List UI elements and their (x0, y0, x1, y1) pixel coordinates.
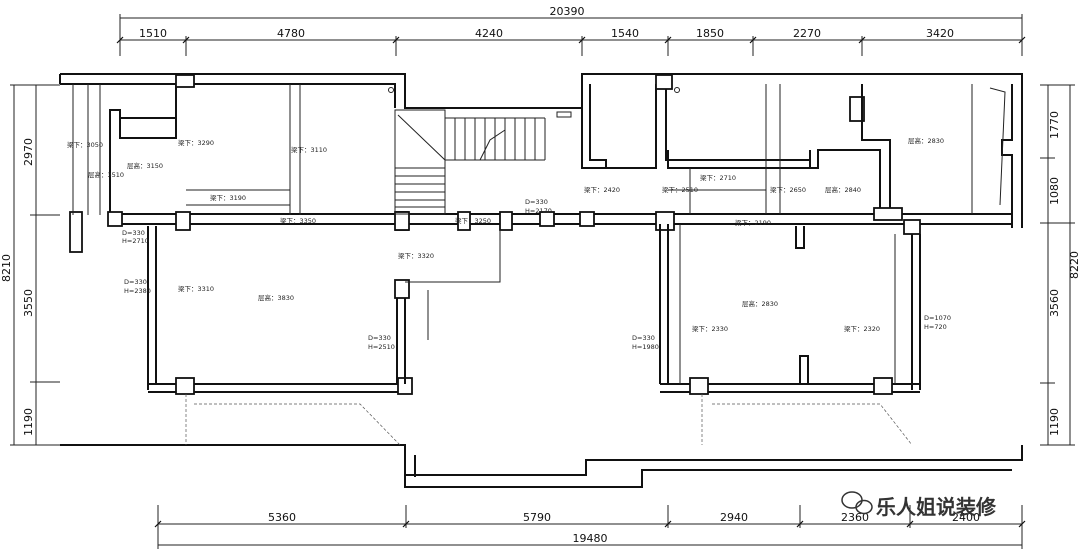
left-dim-3: 1190 (22, 408, 35, 436)
top-dim-3: 4240 (475, 27, 503, 40)
label-beam-3250: 梁下：3250 (455, 216, 491, 225)
bottom-dim-3: 2940 (720, 511, 748, 524)
room-annotations: 梁下：3050 层高：3150 层高：3510 梁下：3290 梁下：3110 … (67, 136, 951, 351)
right-dim-3: 3560 (1048, 289, 1061, 317)
label-h1980: H=1980 (632, 343, 659, 351)
label-beam-3050: 梁下：3050 (67, 140, 103, 149)
outer-walls (59, 73, 1023, 488)
label-beam-3110: 梁下：3110 (291, 145, 327, 154)
label-h720: H=720 (924, 323, 947, 331)
label-ceiling-2840: 层高：2840 (825, 185, 861, 194)
top-dimension-group: 20390 1510 4780 4240 1540 1850 2270 3420 (116, 5, 1026, 56)
bottom-dimension-group: 5360 5790 2940 2360 2400 19480 (154, 505, 1026, 549)
left-total-dim: 8210 (0, 254, 13, 282)
left-dim-1: 2970 (22, 138, 35, 166)
label-ceiling-3150: 层高：3150 (127, 161, 163, 170)
right-dimension-group: 8220 1770 1080 3560 1190 (1040, 84, 1080, 446)
right-dim-4: 1190 (1048, 408, 1061, 436)
bottom-dim-5: 2400 (952, 511, 980, 524)
left-dim-2: 3550 (22, 289, 35, 317)
label-ceiling-2830-top: 层高：2830 (908, 136, 944, 145)
right-dim-2: 1080 (1048, 177, 1061, 205)
bottom-dim-2: 5790 (523, 511, 551, 524)
label-beam-2420: 梁下：2420 (584, 185, 620, 194)
label-d330-d: D=330 (525, 198, 548, 206)
label-d330-b: D=330 (124, 278, 147, 286)
label-beam-2330: 梁下：2330 (692, 324, 728, 333)
label-h2380: H=2380 (124, 287, 151, 295)
label-beam-2650: 梁下：2650 (770, 185, 806, 194)
top-dim-7: 3420 (926, 27, 954, 40)
label-h2710: H=2710 (122, 237, 149, 245)
right-total-dim: 8220 (1068, 251, 1080, 279)
label-beam-3310: 梁下：3310 (178, 284, 214, 293)
label-d1070: D=1070 (924, 314, 951, 322)
top-dim-2: 4780 (277, 27, 305, 40)
watermark: 乐人姐说装修 (841, 491, 997, 519)
label-ceiling-3510: 层高：3510 (88, 170, 124, 179)
label-beam-3190: 梁下：3190 (210, 193, 246, 202)
label-beam-2190: 梁下：2190 (735, 218, 771, 227)
interior-walls-left (69, 74, 572, 446)
bottom-dim-4: 2360 (841, 511, 869, 524)
left-dimension-group: 8210 2970 3550 1190 (0, 84, 60, 446)
watermark-text: 乐人姐说装修 (876, 495, 997, 519)
label-d330-c: D=330 (368, 334, 391, 342)
top-dim-5: 1850 (696, 27, 724, 40)
top-dim-4: 1540 (611, 27, 639, 40)
label-beam-2510: 梁下：2510 (662, 185, 698, 194)
label-beam-3350: 梁下：3350 (280, 216, 316, 225)
bottom-dim-1: 5360 (268, 511, 296, 524)
label-beam-3290: 梁下：3290 (178, 138, 214, 147)
label-h2510: H=2510 (368, 343, 395, 351)
label-d330-a: D=330 (122, 229, 145, 237)
interior-walls-right (388, 74, 1012, 446)
right-dim-1: 1770 (1048, 111, 1061, 139)
bottom-total-dim: 19480 (573, 532, 608, 545)
label-ceiling-2830-mid: 层高：2830 (742, 299, 778, 308)
top-dim-6: 2270 (793, 27, 821, 40)
label-beam-2710: 梁下：2710 (700, 173, 736, 182)
label-ceiling-3830: 层高：3830 (258, 293, 294, 302)
label-d330-e: D=330 (632, 334, 655, 342)
top-total-dim: 20390 (550, 5, 585, 18)
chat-bubble-icon (841, 491, 873, 515)
label-beam-2320: 梁下：2320 (844, 324, 880, 333)
top-dim-1: 1510 (139, 27, 167, 40)
label-h2170: H=2170 (525, 207, 552, 215)
label-beam-3320: 梁下：3320 (398, 251, 434, 260)
